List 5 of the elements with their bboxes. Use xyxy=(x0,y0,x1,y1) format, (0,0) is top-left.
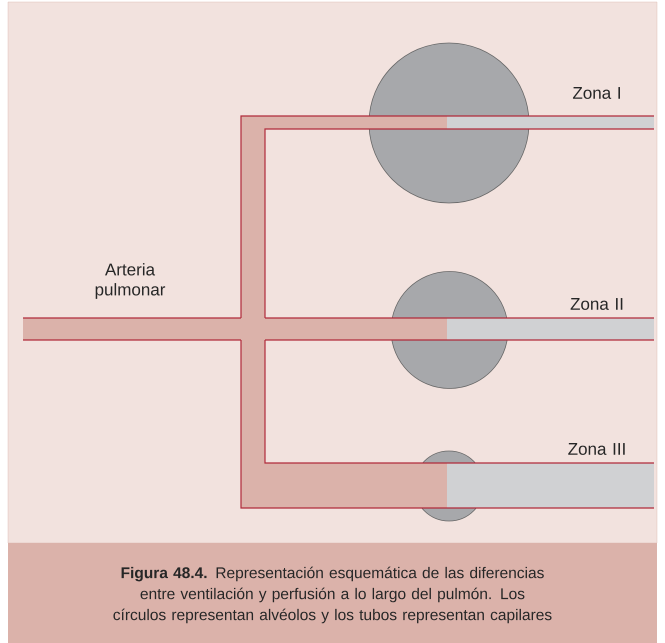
zone-label: Zona II xyxy=(570,298,622,310)
figure-caption: Figura 48.4. Representación esquemática de las diferencias entre ventilación y perfusión a lo largo del pulmón. Los círculos representan alvéolos y los tubos representan capilares xyxy=(8,542,657,643)
vessel-label: Arteria pulmonar xyxy=(96,263,166,299)
zone-label: Zona I xyxy=(572,87,620,99)
zone-label: Zona III xyxy=(568,443,625,455)
